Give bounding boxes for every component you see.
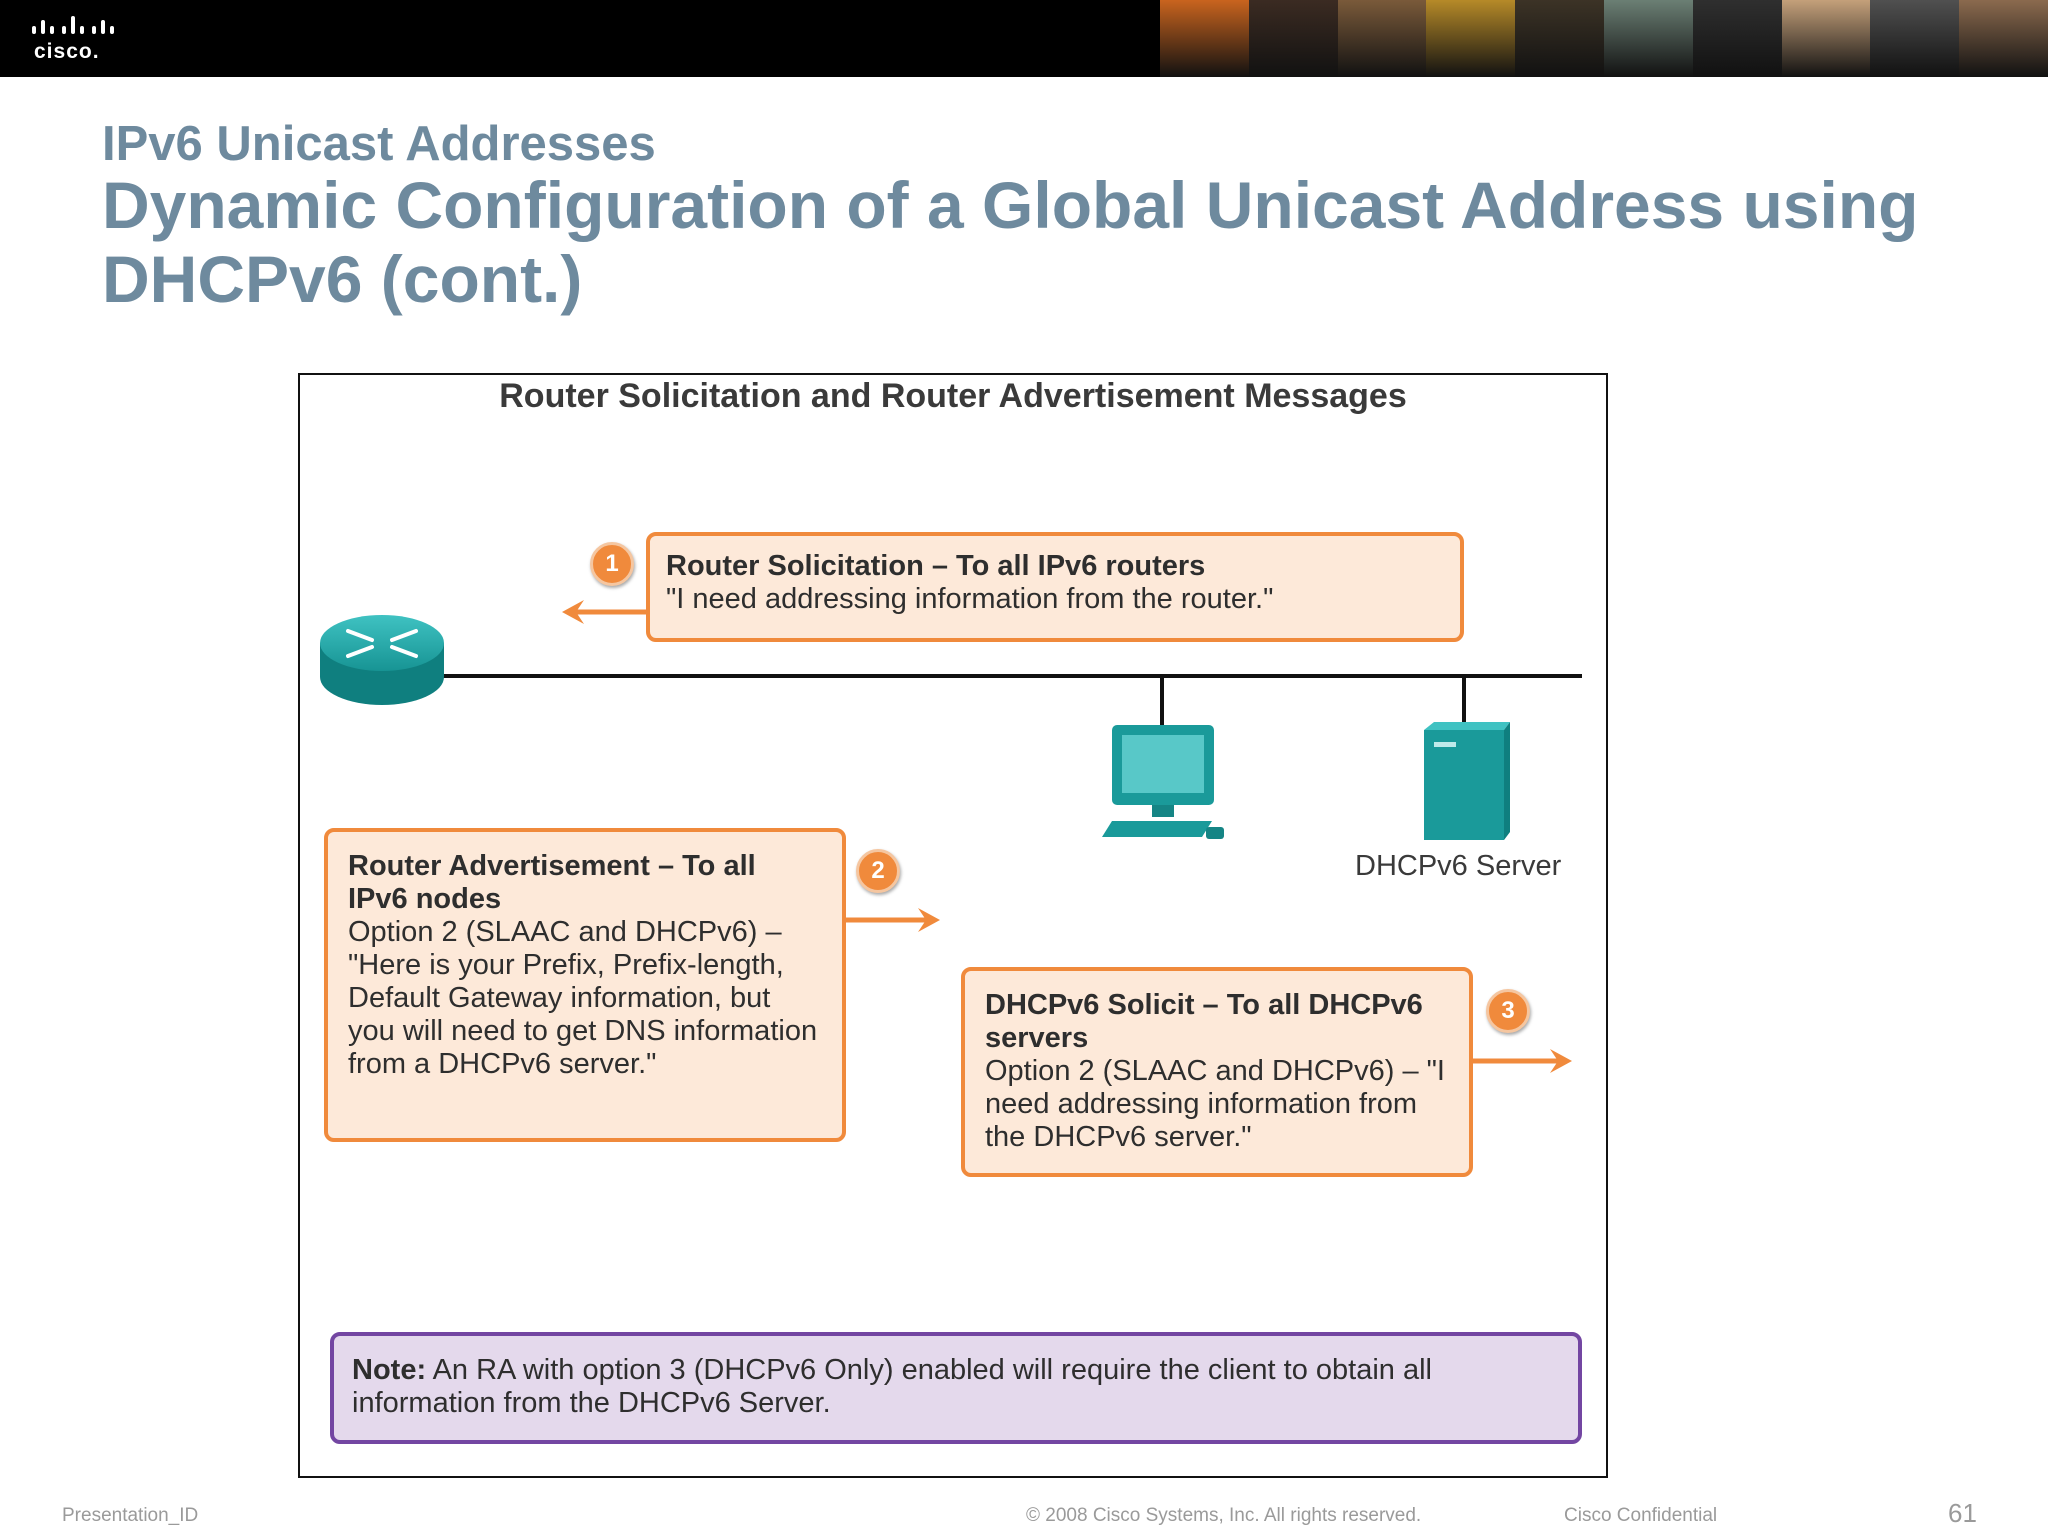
header-photo — [1337, 0, 1427, 77]
header-photo — [1870, 0, 1960, 77]
logo-text: cisco. — [34, 40, 100, 63]
callout-body: Option 2 (SLAAC and DHCPv6) – "Here is y… — [348, 916, 818, 1080]
diagram-figure: Router Solicitation and Router Advertise… — [298, 373, 1608, 1478]
router-advertisement-callout: Router Advertisement – To all IPv6 nodes… — [324, 828, 846, 1142]
header-photo — [1248, 0, 1338, 77]
arrow-icon — [1473, 1049, 1572, 1073]
cisco-logo: cisco. — [30, 14, 120, 66]
network-diagram — [320, 600, 1582, 1073]
router-icon — [320, 615, 444, 705]
router-solicitation-callout: Router Solicitation – To all IPv6 router… — [646, 532, 1464, 642]
dhcpv6-solicit-callout: DHCPv6 Solicit – To all DHCPv6 servers O… — [961, 967, 1473, 1177]
header-photo — [1781, 0, 1871, 77]
footer-confidential: Cisco Confidential — [1564, 1505, 1718, 1526]
step-badge-3: 3 — [1486, 989, 1530, 1033]
arrow-icon — [846, 908, 940, 932]
figure-title: Router Solicitation and Router Advertise… — [499, 377, 1407, 415]
footer-presentation-id: Presentation_ID — [62, 1505, 199, 1526]
header-photo — [1959, 0, 2048, 77]
note-label: Note: — [352, 1354, 427, 1386]
header-photo — [1426, 0, 1516, 77]
arrow-icon — [562, 600, 648, 624]
header-photo — [1692, 0, 1782, 77]
slide-subtitle: IPv6 Unicast Addresses — [102, 117, 656, 171]
header-bar: cisco. — [0, 0, 2048, 77]
callout-heading: DHCPv6 Solicit – To all DHCPv6 servers — [985, 989, 1423, 1054]
footer-copyright: © 2008 Cisco Systems, Inc. All rights re… — [1026, 1505, 1422, 1526]
step-badge-1: 1 — [590, 542, 634, 586]
callout-heading: Router Solicitation – To all IPv6 router… — [666, 550, 1206, 582]
callout-body: Option 2 (SLAAC and DHCPv6) – "I need ad… — [985, 1055, 1445, 1153]
pc-icon — [1102, 725, 1224, 839]
header-photo — [1603, 0, 1693, 77]
callout-body: "I need addressing information from the … — [666, 583, 1274, 615]
callout-heading: Router Advertisement – To all IPv6 nodes — [348, 850, 756, 915]
page-number: 61 — [1948, 1498, 1977, 1528]
note-box: Note: An RA with option 3 (DHCPv6 Only) … — [330, 1332, 1582, 1444]
note-text: An RA with option 3 (DHCPv6 Only) enable… — [352, 1354, 1432, 1419]
photo-strip — [1160, 0, 2048, 77]
header-photo — [1515, 0, 1604, 77]
slide-title: Dynamic Configuration of a Global Unicas… — [102, 168, 1919, 316]
header-photo — [1160, 0, 1249, 77]
cisco-bridge-logo-icon — [32, 16, 114, 34]
server-label: DHCPv6 Server — [1355, 850, 1562, 882]
server-icon — [1424, 722, 1510, 840]
step-badge-2: 2 — [856, 849, 900, 893]
